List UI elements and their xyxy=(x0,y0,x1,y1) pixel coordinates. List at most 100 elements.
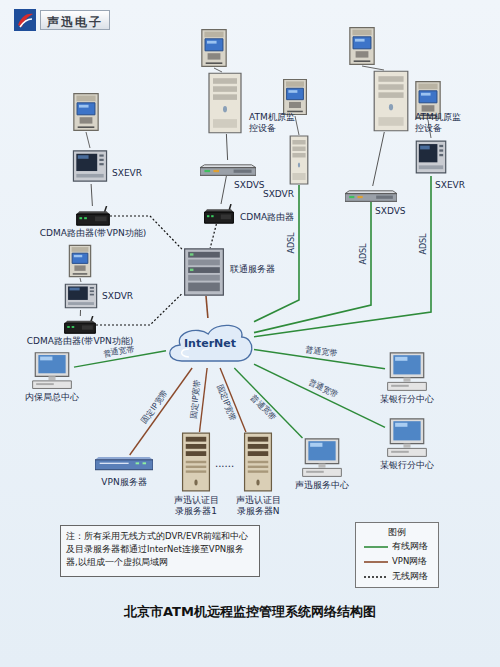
tower-shape xyxy=(290,136,308,184)
legend-line xyxy=(364,561,388,563)
evr-shape xyxy=(73,151,106,181)
center-pc: 内保局总中心 xyxy=(30,352,74,390)
note-box: 注：所有采用无线方式的DVR/EVR前端和中心及目录服务器都通过InterNet… xyxy=(60,525,260,577)
link-label: ADSL xyxy=(359,243,369,264)
tower-icon xyxy=(205,72,245,134)
dvr-device: SXDVR xyxy=(64,282,98,310)
server-icon xyxy=(242,432,274,492)
cdma-router: CDMA路由器(带VPN功能) xyxy=(76,206,110,226)
pc-icon xyxy=(30,352,74,390)
atm-links xyxy=(80,66,431,282)
legend-sample xyxy=(364,572,388,582)
link-label: 固定IP宽带 xyxy=(215,383,239,423)
device-label: ATM机原监控设备 xyxy=(249,112,299,134)
router-shape xyxy=(205,204,234,223)
atm-link xyxy=(214,68,222,72)
device-label: VPN服务器 xyxy=(94,477,154,488)
vpn-shape xyxy=(95,457,153,470)
network-link xyxy=(221,176,226,204)
rack-shape xyxy=(185,249,224,295)
atm-link xyxy=(86,132,90,148)
network-link xyxy=(254,185,299,322)
device-label: SXEVR xyxy=(112,168,152,179)
device-label: SXDVS xyxy=(234,180,274,191)
device-label: ATM机原监控设备 xyxy=(415,112,465,134)
pc-shape xyxy=(303,439,342,477)
logo-text: 声迅电子 xyxy=(47,15,103,29)
atm-machine xyxy=(350,28,374,65)
branch-pc: 某银行分中心 xyxy=(385,352,429,392)
network-link xyxy=(373,132,385,186)
device-label: CDMA路由器(带VPN功能) xyxy=(33,228,153,239)
device-label: InterNet xyxy=(166,337,254,350)
dvs-device: SXDVS xyxy=(345,186,397,202)
atm-link xyxy=(80,278,81,282)
cdma-router: CDMA路由器 xyxy=(204,204,234,224)
tower-shape xyxy=(209,73,241,133)
atm-machine xyxy=(69,245,90,276)
device-label: 某银行分中心 xyxy=(372,394,442,405)
pc-shape xyxy=(33,353,72,389)
network-link xyxy=(234,368,302,438)
pc-icon xyxy=(385,418,429,458)
evr-shape xyxy=(416,141,445,173)
logo-mark xyxy=(14,9,36,31)
service-pc: 声迅服务中心 xyxy=(300,438,344,478)
note-text: 注：所有采用无线方式的DVR/EVR前端和中心及目录服务器都通过InterNet… xyxy=(66,530,254,569)
evr-device: SXEVR xyxy=(415,138,447,176)
device-label: SXEVR xyxy=(435,180,480,191)
device-label: 声迅服务中心 xyxy=(287,480,357,491)
legend-text: VPN网络 xyxy=(392,555,427,568)
router-icon xyxy=(64,316,96,334)
legend-text: 无线网络 xyxy=(392,570,428,583)
legend-row: 无线网络 xyxy=(356,570,438,583)
vpn-server: VPN服务器 xyxy=(95,455,153,471)
link-label: ADSL xyxy=(287,232,297,253)
network-link xyxy=(80,310,81,316)
logo: 声迅电子 xyxy=(14,8,134,32)
dvr-device: SXDVR xyxy=(288,135,310,185)
router-shape xyxy=(77,206,110,225)
atm-machine xyxy=(74,94,98,131)
server-icon xyxy=(180,432,212,492)
legend-row: 有线网络 xyxy=(356,540,438,553)
legend-sample xyxy=(364,542,388,552)
server-shape xyxy=(245,433,272,491)
atm-link xyxy=(295,116,299,135)
pc-shape xyxy=(388,419,427,457)
internet-cloud: InterNet xyxy=(166,318,254,368)
router-icon xyxy=(204,204,234,224)
device-label: 某银行分中心 xyxy=(372,460,442,471)
monitor-host: ATM机原监控设备 xyxy=(205,72,245,134)
atm-machine xyxy=(202,30,226,67)
network-link xyxy=(226,134,227,160)
directory-server: 声迅认证目录服务器N xyxy=(242,432,274,492)
device-label: CDMA路由器 xyxy=(240,212,300,223)
ellipsis-mark: ...... xyxy=(215,458,234,469)
dvs-icon xyxy=(200,160,256,176)
network-link xyxy=(206,296,208,318)
device-label: SXDVS xyxy=(375,206,415,217)
dvs-device: SXDVS xyxy=(200,160,256,176)
pc-shape xyxy=(388,353,427,391)
router-icon xyxy=(76,206,110,226)
dvs-icon xyxy=(345,186,397,202)
evr-icon xyxy=(415,138,447,176)
router-shape xyxy=(65,316,96,333)
branch-pc: 某银行分中心 xyxy=(385,418,429,458)
link-label: ADSL xyxy=(419,233,429,254)
network-link xyxy=(254,176,431,337)
rack-icon xyxy=(182,248,226,296)
tower-shape xyxy=(374,71,408,131)
atm-machine xyxy=(284,80,307,115)
logo-plate: 声迅电子 xyxy=(40,10,110,30)
pc-icon xyxy=(385,352,429,392)
evr-icon xyxy=(64,282,98,310)
monitor-host: ATM机原监控设备 xyxy=(370,70,412,132)
directory-server: 声迅认证目录服务器1 xyxy=(180,432,212,492)
legend-sample xyxy=(364,557,388,567)
device-label: 声迅认证目录服务器N xyxy=(233,495,283,517)
atm-link xyxy=(362,66,384,70)
device-label: SXDVR xyxy=(254,189,294,200)
